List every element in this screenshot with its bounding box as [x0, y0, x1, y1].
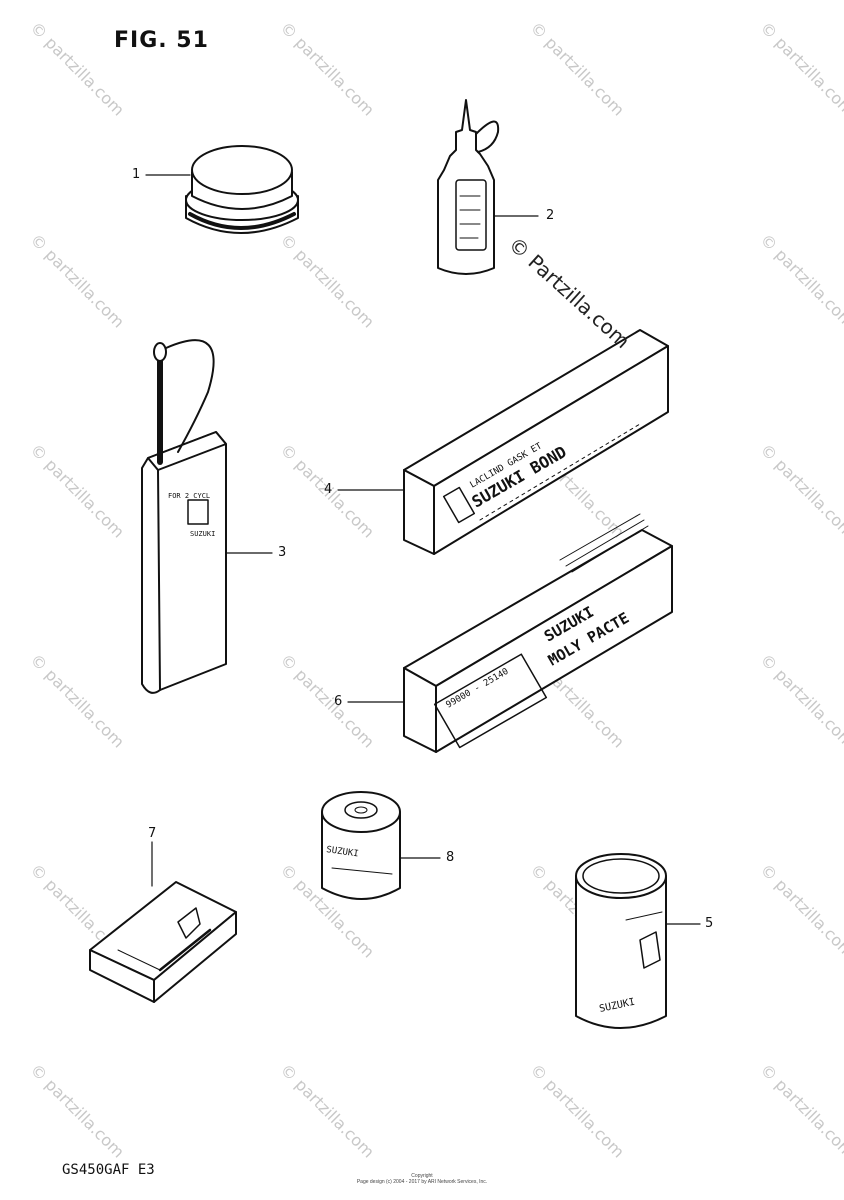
copyright-line2: Page design (c) 2004 - 2017 by ARI Netwo… — [356, 1179, 488, 1185]
tall-can[interactable]: SUZUKI — [575, 853, 667, 1029]
can8-label: SUZUKI — [326, 845, 360, 859]
flat-case[interactable] — [89, 881, 237, 1003]
moly-paste-box[interactable]: 99000 - 25140 SUZUKI MOLY PACTE — [403, 513, 673, 753]
callout-1: 1 — [132, 167, 141, 182]
callout-6: 6 — [334, 694, 343, 709]
svg-text:FOR 2 CYCL: FOR 2 CYCL — [168, 492, 210, 500]
callout-4: 4 — [324, 482, 333, 497]
callout-5: 5 — [705, 916, 714, 931]
round-container[interactable] — [185, 145, 299, 234]
leader-lines — [145, 174, 701, 925]
callout-3: 3 — [278, 545, 287, 560]
model-code: GS450GAF E3 — [62, 1162, 155, 1178]
copyright-line1: Copyright — [411, 1173, 433, 1179]
oil-bottle[interactable] — [437, 99, 500, 275]
oil-can[interactable]: FOR 2 CYCL SUZUKI — [141, 339, 227, 694]
suzuki-bond-box[interactable]: LACLIND GASK ET SUZUKI BOND — [403, 329, 669, 555]
svg-text:SUZUKI: SUZUKI — [190, 530, 215, 538]
figure-title: FIG. 51 — [114, 28, 209, 53]
callout-8: 8 — [446, 850, 455, 865]
callout-2: 2 — [546, 208, 555, 223]
copyright: Copyright Page design (c) 2004 - 2017 by… — [0, 1173, 844, 1185]
callout-7: 7 — [148, 826, 157, 841]
short-can[interactable]: SUZUKI — [321, 791, 401, 900]
